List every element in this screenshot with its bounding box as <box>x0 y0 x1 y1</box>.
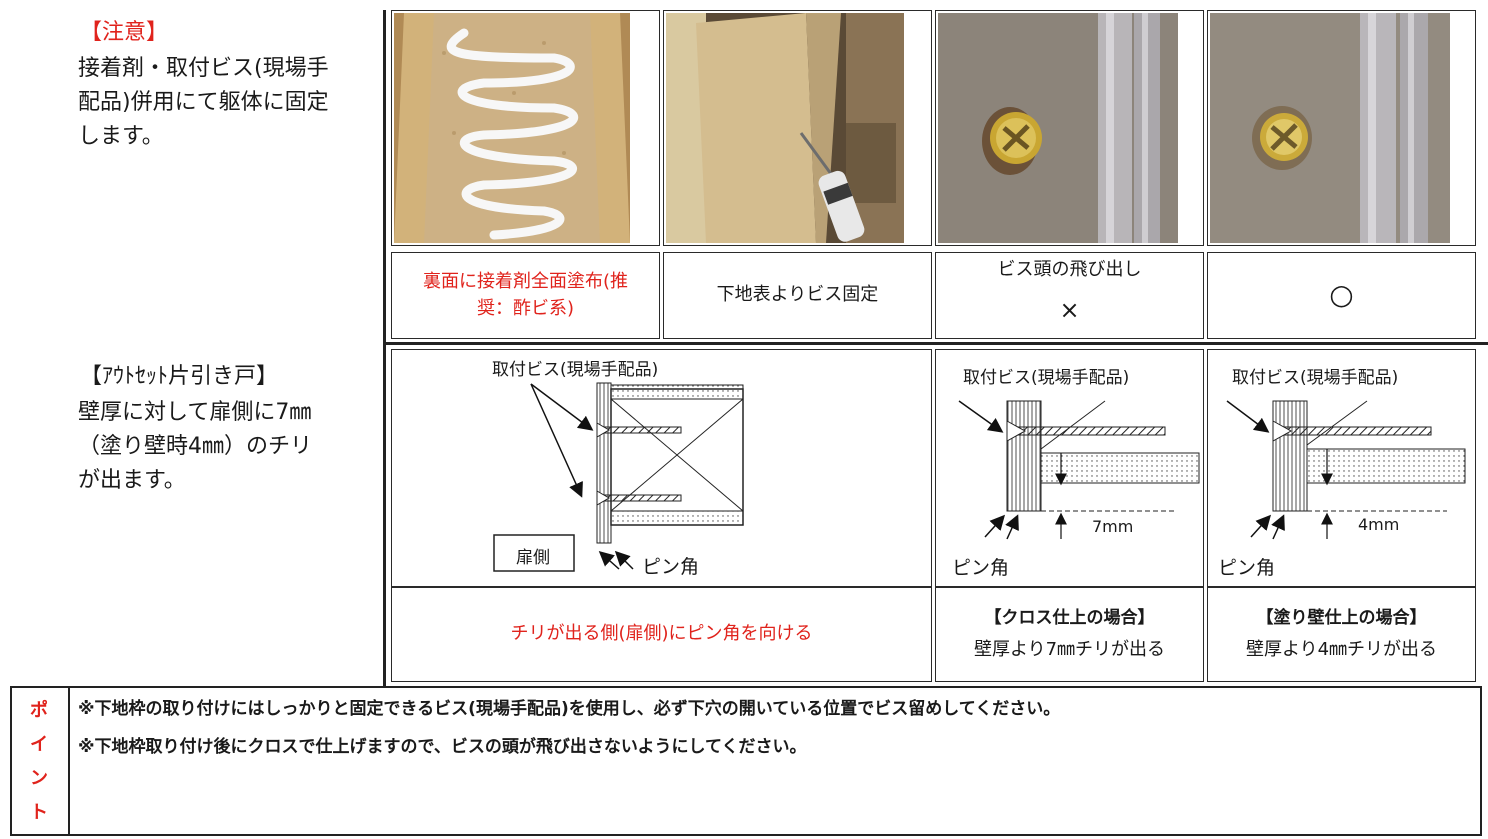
plaster-title: 【塗り壁仕上の場合】 <box>1256 608 1427 629</box>
cloth-pin-corner-label: ピン角 <box>952 557 1010 579</box>
caution-line: 接着剤・取付ビス(現場手 <box>78 56 329 81</box>
point-note: ※下地枠取り付け後にクロスで仕上げますので、ビスの頭が飛び出さないようにしてくだ… <box>78 737 807 757</box>
outset-line: が出ます。 <box>78 468 186 493</box>
plaster-dimension-label: 4mm <box>1358 515 1400 534</box>
main-screw-label: 取付ビス(現場手配品) <box>492 360 659 380</box>
outset-line: 壁厚に対して扉側に7㎜ <box>78 400 312 425</box>
cloth-screw-label: 取付ビス(現場手配品) <box>963 368 1130 388</box>
caption-adhesive-line: 奨：酢ビ系) <box>476 297 575 319</box>
outset-line: （塗り壁時4㎜）のチリ <box>78 434 312 459</box>
point-label-char: ポ <box>30 700 48 721</box>
plaster-pin-corner-label: ピン角 <box>1218 557 1276 579</box>
point-label-char: ン <box>30 768 48 789</box>
caption-screw-fix-text: 下地表よりビス固定 <box>716 284 879 306</box>
cloth-caption: 壁厚より7㎜チリが出る <box>973 638 1166 660</box>
screw-fix-photo <box>666 13 904 243</box>
point-label-char: イ <box>30 734 48 755</box>
point-note: ※下地枠の取り付けにはしっかりと固定できるビス(現場手配品)を使用し、必ず下穴の… <box>78 699 1061 719</box>
caption-main: チリが出る側(扉側)にピン角を向ける <box>391 587 932 682</box>
caption-plaster: 【塗り壁仕上の場合】 壁厚より4㎜チリが出る <box>1207 587 1476 682</box>
ok-photo <box>1210 13 1450 243</box>
plaster-finish-diagram <box>1226 400 1466 540</box>
plaster-screw-label: 取付ビス(現場手配品) <box>1232 368 1399 388</box>
caption-protrude-text: ビス頭の飛び出し <box>997 259 1142 281</box>
door-side-label: 扉側 <box>516 548 550 568</box>
point-divider <box>68 686 70 836</box>
caption-ok: ○ <box>1207 252 1476 339</box>
plaster-caption: 壁厚より4㎜チリが出る <box>1245 638 1438 660</box>
point-label: ポ イ ン ト <box>26 694 52 830</box>
outset-door-heading: 【ｱｳﾄｾｯﾄ片引き戸】 <box>80 364 279 389</box>
caution-line: 配品)併用にて躯体に固定 <box>78 90 329 115</box>
caution-heading: 【注意】 <box>80 20 169 45</box>
outset-door-text: 壁厚に対して扉側に7㎜ （塗り壁時4㎜）のチリ が出ます。 <box>78 396 312 498</box>
caption-protrude: ビス頭の飛び出し × <box>935 252 1204 339</box>
caption-cloth: 【クロス仕上の場合】 壁厚より7㎜チリが出る <box>935 587 1204 682</box>
ng-mark: × <box>1059 296 1080 325</box>
main-frame-diagram <box>493 382 744 572</box>
column-divider <box>383 10 386 686</box>
protrude-photo <box>938 13 1178 243</box>
row-divider <box>383 342 1488 345</box>
ok-mark: ○ <box>1329 278 1354 312</box>
adhesive-photo <box>394 13 630 243</box>
point-label-char: ト <box>30 802 48 823</box>
caution-text: 接着剤・取付ビス(現場手 配品)併用にて躯体に固定 します。 <box>78 52 329 154</box>
cloth-finish-diagram <box>958 400 1200 540</box>
point-table <box>10 686 1482 836</box>
cloth-title: 【クロス仕上の場合】 <box>984 608 1155 629</box>
main-pin-corner-label: ピン角 <box>642 556 700 578</box>
caution-line: します。 <box>78 124 164 149</box>
caption-main-text: チリが出る側(扉側)にピン角を向ける <box>510 623 813 645</box>
cloth-dimension-label: 7mm <box>1092 517 1134 536</box>
caption-screw-fix: 下地表よりビス固定 <box>663 252 932 339</box>
caption-adhesive: 裏面に接着剤全面塗布(推 奨：酢ビ系) <box>391 252 660 339</box>
caption-adhesive-line: 裏面に接着剤全面塗布(推 <box>422 271 629 293</box>
